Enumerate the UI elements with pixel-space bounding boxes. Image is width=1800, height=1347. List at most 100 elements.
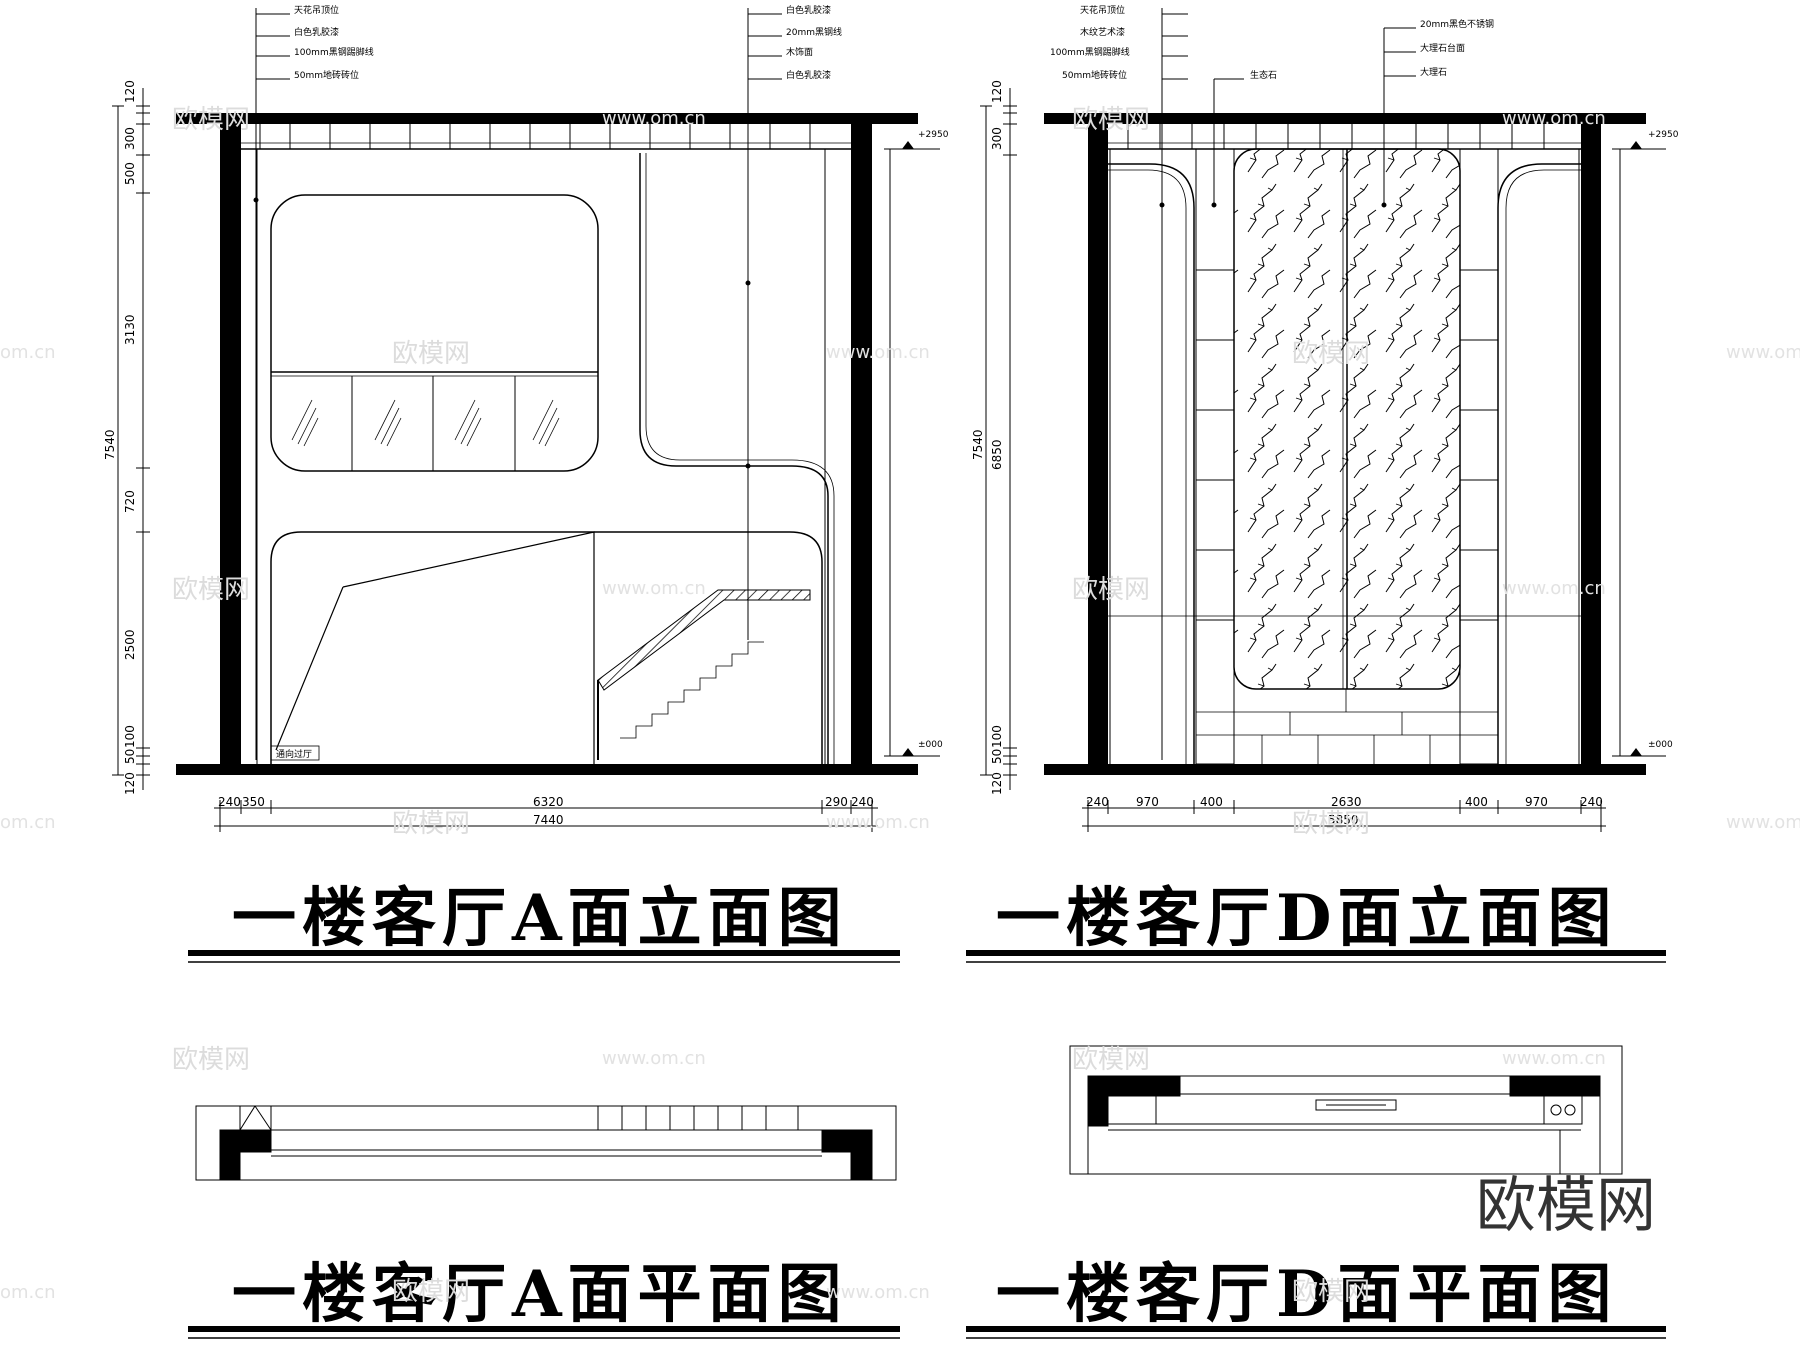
callout-d-mid: 生态石 — [1250, 69, 1277, 81]
watermark-url: www.om.cn — [1502, 1048, 1606, 1069]
stone-column-left — [1195, 148, 1235, 765]
callout-d-r2: 大理石台面 — [1420, 42, 1465, 54]
watermark-brand: 欧模网 — [392, 809, 470, 839]
vdim-a-total: 7540 — [103, 429, 117, 460]
callout-a-l1: 天花吊顶位 — [294, 4, 339, 16]
vdim-a-3: 3130 — [123, 314, 137, 345]
watermark-url-short: om.cn — [0, 812, 56, 833]
level-d-bottom: ±000 — [1648, 740, 1673, 750]
glass-reflection-marks — [291, 399, 560, 447]
callout-a-r3: 木饰面 — [786, 46, 813, 58]
watermark-url: www.om.cn — [602, 1048, 706, 1069]
level-d-top: +2950 — [1648, 130, 1679, 140]
hdim-d-0: 240 — [1086, 795, 1109, 809]
callout-a-l4: 50mm地砖砖位 — [294, 69, 359, 81]
vdim-d-5: 120 — [990, 772, 1004, 795]
hdim-a-3: 290 — [825, 795, 848, 809]
vdim-a-4: 720 — [123, 490, 137, 513]
hdim-a-2: 6320 — [533, 795, 564, 809]
watermark-url: www.om.cn — [826, 812, 930, 833]
right-wall-d — [1581, 124, 1601, 764]
callout-d-l2: 木纹艺术漆 — [1080, 26, 1125, 38]
right-wall — [851, 124, 872, 764]
title-elevation-d: 一楼客厅D面立面图 — [996, 881, 1618, 956]
upper-wall-panel — [270, 194, 599, 472]
watermark-brand-large: 欧模网 — [1476, 1171, 1656, 1241]
floor-note: 通向过厅 — [276, 748, 312, 760]
watermark-url: www.om.cn — [1726, 812, 1800, 833]
elevation-d: 天花吊顶位 木纹艺术漆 100mm黑钢踢脚线 50mm地砖砖位 生态石 20mm… — [966, 4, 1679, 963]
elevation-a: 通向过厅 天花吊顶位 白色乳胶漆 100mm黑钢踢脚线 50mm地砖砖位 白色乳… — [103, 4, 949, 963]
watermark-brand: 欧模网 — [1072, 575, 1150, 605]
vdim-a-7: 50 — [123, 749, 137, 764]
watermark-url: www.om.cn — [826, 1282, 930, 1303]
vdim-a-1: 300 — [123, 127, 137, 150]
hdim-a-total: 7440 — [533, 813, 564, 827]
ceiling-slab — [176, 113, 918, 124]
hdim-d-2: 400 — [1200, 795, 1223, 809]
watermark-brand: 欧模网 — [172, 105, 250, 135]
title-plan-a: 一楼客厅A面平面图 — [232, 1257, 848, 1332]
stair-steps — [620, 641, 764, 739]
watermark-url: www.om.cn — [1502, 108, 1606, 129]
callout-d-l1: 天花吊顶位 — [1080, 4, 1125, 16]
callout-d-r1: 20mm黑色不锈钢 — [1420, 18, 1494, 30]
watermark-brand: 欧模网 — [1292, 809, 1370, 839]
stair-handrail — [597, 589, 811, 691]
stone-column-right — [1459, 148, 1499, 765]
level-a-bottom: ±000 — [918, 740, 943, 750]
hdim-d-3: 2630 — [1331, 795, 1362, 809]
callout-a-r2: 20mm黑钢线 — [786, 26, 842, 38]
vdim-d-3: 100 — [990, 725, 1004, 748]
watermark-brand: 欧模网 — [392, 339, 470, 369]
watermark-url-short: om.cn — [0, 1282, 56, 1303]
hdim-d-1: 970 — [1136, 795, 1159, 809]
callout-d-l4: 50mm地砖砖位 — [1062, 69, 1127, 81]
watermark-url-short: om.cn — [0, 342, 56, 363]
callout-d-r3: 大理石 — [1420, 66, 1447, 78]
watermark-brand: 欧模网 — [1072, 1045, 1150, 1075]
watermark-brand: 欧模网 — [1292, 1277, 1370, 1307]
left-wall-d — [1088, 124, 1108, 764]
level-a-top: +2950 — [918, 130, 949, 140]
watermark-brand: 欧模网 — [1292, 339, 1370, 369]
floor-slab — [176, 764, 918, 775]
left-wall — [220, 124, 241, 764]
hdim-d-4: 400 — [1465, 795, 1488, 809]
watermark-url: www.om.cn — [602, 108, 706, 129]
hdim-d-5: 970 — [1525, 795, 1548, 809]
hdim-d-6: 240 — [1580, 795, 1603, 809]
watermark-brand: 欧模网 — [1072, 105, 1150, 135]
callout-a-r1: 白色乳胶漆 — [786, 4, 831, 16]
vdim-a-8: 120 — [123, 772, 137, 795]
hdim-a-4: 240 — [851, 795, 874, 809]
vdim-a-0: 120 — [123, 80, 137, 103]
watermark-url: www.om.cn — [1502, 578, 1606, 599]
callout-a-l3: 100mm黑钢踢脚线 — [294, 46, 374, 58]
hdim-a-1: 350 — [242, 795, 265, 809]
vdim-d-0: 120 — [990, 80, 1004, 103]
plan-d — [1069, 1045, 1623, 1175]
watermark-brand: 欧模网 — [172, 1045, 250, 1075]
watermark-url: www.om.cn — [826, 342, 930, 363]
plan-a — [195, 1105, 897, 1181]
vdim-d-2: 6850 — [990, 439, 1004, 470]
callout-a-r4: 白色乳胶漆 — [786, 69, 831, 81]
floor-slab-d — [1044, 764, 1646, 775]
title-plan-d: 一楼客厅D面平面图 — [996, 1257, 1618, 1332]
vdim-a-2: 500 — [123, 162, 137, 185]
hdim-d-total: 5850 — [1328, 813, 1359, 827]
hdim-a-0: 240 — [218, 795, 241, 809]
callout-a-l2: 白色乳胶漆 — [294, 26, 339, 38]
vdim-a-5: 2500 — [123, 629, 137, 660]
watermark-brand: 欧模网 — [172, 575, 250, 605]
vdim-d-total: 7540 — [971, 429, 985, 460]
ceiling-slab-d — [1044, 113, 1646, 124]
watermark-brand: 欧模网 — [392, 1277, 470, 1307]
watermark-url: www.om.cn — [602, 578, 706, 599]
watermark-url: www.om.cn — [1726, 342, 1800, 363]
watermarks: 欧模网 欧模网 欧模网 欧模网 欧模网 欧模网 欧模网 欧模网 欧模网 欧模网 … — [0, 105, 1800, 1307]
title-elevation-a: 一楼客厅A面立面图 — [232, 881, 848, 956]
vdim-d-4: 50 — [990, 749, 1004, 764]
